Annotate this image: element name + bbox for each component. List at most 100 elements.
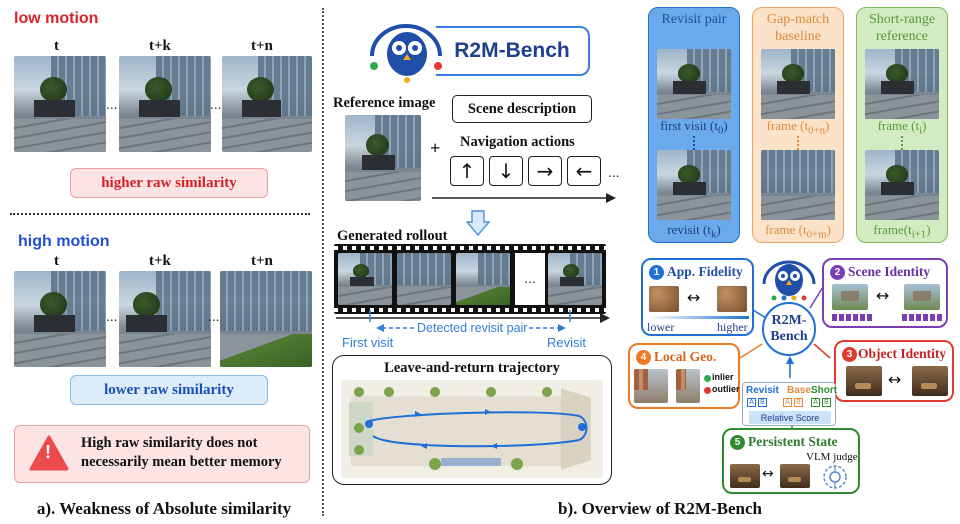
first-visit-caption: first visit (t0)	[660, 118, 728, 137]
ellipsis: ...	[608, 166, 620, 180]
navigation-label: Navigation actions	[460, 134, 575, 150]
inlier-dot-icon	[704, 375, 711, 382]
outlier-label: outlier	[712, 384, 740, 394]
revisit-label: Revisit	[547, 335, 587, 350]
owl-icon	[762, 260, 816, 301]
object-identity-module: 3 Object Identity ↔	[834, 340, 954, 402]
ellipsis: ...	[208, 310, 220, 324]
rollout-frame-3	[456, 253, 510, 305]
higher-similarity-label: higher raw similarity	[70, 168, 268, 198]
compare-arrow-icon: ↔	[762, 466, 774, 482]
badge-a: A	[783, 398, 792, 407]
texture-patch-1	[649, 286, 679, 312]
badge-a: A	[811, 398, 820, 407]
badge-b: B	[794, 398, 803, 407]
module-number: 2	[830, 265, 845, 280]
persistent-state-title: Persistent State	[748, 434, 838, 449]
detected-pair-label: Detected revisit pair	[415, 321, 530, 335]
rollout-annotations	[336, 310, 610, 332]
state-image-1	[730, 464, 760, 488]
local-geo-module: 4 Local Geo. inlier outlier	[628, 343, 740, 409]
rollout-label: Generated rollout	[337, 228, 448, 244]
high-motion-frame-1	[14, 271, 106, 367]
trajectory-box: Leave-and-return trajectory	[332, 355, 612, 485]
scene-score-bar	[902, 314, 944, 321]
revisit-frame	[657, 150, 731, 220]
pair-connector	[693, 136, 695, 150]
divider	[10, 213, 310, 215]
film-strip: ...	[334, 244, 606, 314]
object-identity-title: Object Identity	[858, 346, 947, 361]
time-arrow	[432, 193, 616, 203]
vlm-judge-label: VLM judge	[806, 451, 858, 463]
app-fidelity-title: App. Fidelity	[667, 264, 743, 279]
outlier-dot-icon	[704, 387, 711, 394]
persistent-state-module: 5 Persistent State VLM judge ↔	[722, 428, 860, 494]
trajectory-map	[341, 380, 603, 478]
warning-icon	[29, 435, 69, 471]
logo-text: R2M-Bench	[436, 26, 590, 76]
scene-image-1	[832, 284, 868, 310]
caption-a: a). Weakness of Absolute similarity	[36, 499, 292, 518]
reference-image	[345, 115, 421, 201]
street-image-2	[676, 369, 700, 403]
texture-patch-2	[717, 286, 747, 312]
local-geo-title: Local Geo.	[654, 349, 717, 364]
warning-box: ! High raw similarity does not necessari…	[14, 425, 310, 483]
arrow-right-icon: →	[528, 156, 562, 186]
high-motion-frame-3	[220, 271, 312, 367]
badge-b: B	[822, 398, 831, 407]
revisit-caption: revisit (tk)	[667, 222, 721, 241]
gap-frame-1	[761, 49, 835, 119]
frame-label-tn: t+n	[251, 38, 273, 54]
compare-arrow-icon: ↔	[888, 370, 902, 389]
gap-frame-2	[761, 150, 835, 220]
ellipsis: ...	[210, 98, 222, 112]
module-number: 5	[730, 435, 745, 450]
compare-arrow-icon: ↔	[876, 286, 890, 305]
gap-match-title: Gap-match baseline	[766, 12, 830, 44]
frame-label-tk: t+k	[149, 38, 171, 54]
first-visit-frame	[657, 49, 731, 119]
rollout-frame-revisit	[548, 253, 602, 305]
relative-revisit-label: Revisit	[746, 385, 779, 396]
module-number: 3	[842, 347, 857, 362]
gap-match-column: Gap-match baseline frame (t0+n) frame (t…	[752, 7, 844, 243]
object-image-1	[846, 366, 882, 396]
module-number: 4	[636, 350, 651, 365]
warning-text: High raw similarity does not necessarily…	[81, 435, 282, 470]
section-divider	[322, 8, 324, 516]
badge-b: B	[758, 398, 767, 407]
warning-symbol: !	[45, 442, 51, 462]
frame-label-t: t	[54, 38, 59, 54]
relative-short-label: Short	[811, 385, 838, 396]
arrow-up-icon: ↑	[450, 156, 484, 186]
higher-label: higher	[717, 320, 748, 334]
state-image-2	[780, 464, 810, 488]
caption-b: b). Overview of R2M-Bench	[558, 499, 762, 518]
inlier-label: inlier	[712, 372, 734, 382]
app-fidelity-module: 1 App. Fidelity ↔ lower higher	[641, 258, 754, 336]
vlm-brain-icon	[823, 465, 847, 489]
relative-base-label: Base.	[787, 385, 814, 396]
ellipsis: ...	[106, 310, 118, 324]
gap-frame-1-caption: frame (t0+n)	[766, 118, 830, 137]
rollout-frame-2	[397, 253, 451, 305]
short-frame-1	[865, 49, 939, 119]
lower-label: lower	[647, 320, 675, 334]
low-motion-frame-1	[14, 56, 106, 152]
relative-score-label: Relative Score	[749, 411, 831, 424]
scene-description-box: Scene description	[452, 95, 592, 123]
plus-sign: +	[430, 138, 441, 158]
owl-logo	[362, 16, 452, 84]
scene-identity-title: Scene Identity	[848, 264, 931, 279]
short-range-title: Short-range reference	[868, 12, 936, 44]
reference-label: Reference image	[333, 95, 436, 111]
ellipsis: ...	[515, 253, 545, 305]
owl-icon	[370, 24, 442, 83]
low-motion-frame-2	[119, 56, 211, 152]
frame-label-tn: t+n	[251, 253, 273, 269]
arrow-left-icon: ←	[567, 156, 601, 186]
high-motion-title: high motion	[18, 233, 110, 250]
short-frame-2	[865, 150, 939, 220]
